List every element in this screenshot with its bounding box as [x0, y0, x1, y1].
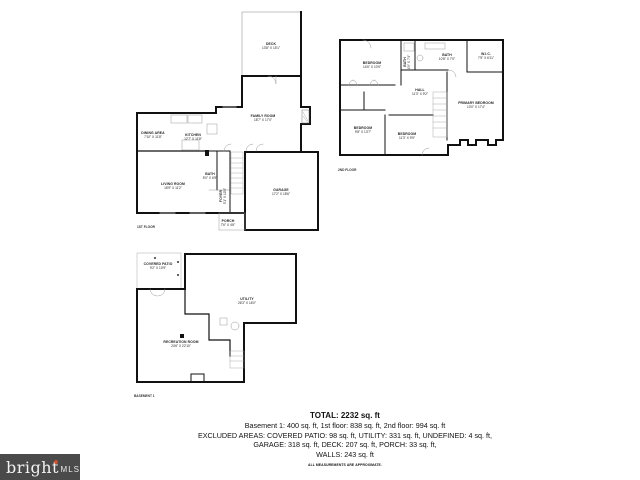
svg-text:14'6" X 10'9": 14'6" X 10'9"	[363, 65, 381, 69]
excluded-areas-cont: GARAGE: 318 sq. ft, DECK: 207 sq. ft, PO…	[253, 440, 437, 450]
svg-text:17'2" X 18'6": 17'2" X 18'6"	[272, 192, 290, 196]
logo-suffix: MLS	[60, 464, 80, 474]
svg-text:DECK: DECK	[266, 42, 276, 46]
room-labels: DECK 13'8" X 15'1" FAMILY ROOM 18'7" X 1…	[134, 42, 494, 398]
basement-plan	[136, 252, 297, 383]
svg-text:7'6" X 4'6": 7'6" X 4'6"	[221, 223, 235, 227]
svg-text:DINING AREA: DINING AREA	[141, 131, 165, 135]
svg-text:15'9" X 11'2": 15'9" X 11'2"	[164, 186, 182, 190]
svg-text:2ND FLOOR: 2ND FLOOR	[338, 168, 357, 172]
svg-text:PORCH: PORCH	[222, 219, 235, 223]
logo-spark-icon	[53, 460, 58, 464]
svg-text:PRIMARY BEDROOM: PRIMARY BEDROOM	[458, 101, 494, 105]
svg-text:FAMILY ROOM: FAMILY ROOM	[251, 114, 276, 118]
excluded-areas: EXCLUDED AREAS: COVERED PATIO: 98 sq. ft…	[197, 430, 493, 440]
svg-text:W.I.C.: W.I.C.	[481, 52, 491, 56]
svg-text:1ST FLOOR: 1ST FLOOR	[137, 225, 156, 229]
svg-text:5'1" X 10'0": 5'1" X 10'0"	[223, 188, 227, 204]
svg-text:HALL: HALL	[415, 88, 424, 92]
svg-text:7'10" X 11'8": 7'10" X 11'8"	[144, 135, 162, 139]
svg-text:BATH: BATH	[403, 57, 407, 67]
svg-text:7'5" X 6'11": 7'5" X 6'11"	[478, 56, 494, 60]
svg-text:5'0" X 6'9": 5'0" X 6'9"	[203, 176, 217, 180]
first-floor-plan	[136, 11, 319, 231]
svg-text:LIVING ROOM: LIVING ROOM	[161, 182, 185, 186]
logo-brand: bright	[6, 457, 59, 477]
svg-text:UTILITY: UTILITY	[240, 297, 254, 301]
svg-text:10'8" X 7'0": 10'8" X 7'0"	[439, 57, 455, 61]
svg-text:KITCHEN: KITCHEN	[185, 133, 201, 137]
svg-text:13'0" X 17'4": 13'0" X 17'4"	[467, 105, 485, 109]
covered-patio-outline	[136, 252, 182, 290]
svg-text:FOYER: FOYER	[219, 189, 223, 202]
area-summary: TOTAL: 2232 sq. ft Basement 1: 400 sq. f…	[180, 411, 510, 467]
svg-text:11'3" X 9'2": 11'3" X 9'2"	[412, 92, 428, 96]
svg-text:BEDROOM: BEDROOM	[398, 132, 416, 136]
second-floor-plan	[339, 39, 504, 156]
svg-text:BATH: BATH	[442, 53, 452, 57]
bright-mls-logo: bright MLS	[0, 454, 80, 480]
svg-text:13'8" X 15'1": 13'8" X 15'1"	[262, 46, 280, 50]
svg-text:9'2" X 10'9": 9'2" X 10'9"	[150, 266, 166, 270]
svg-text:BATH: BATH	[205, 172, 215, 176]
svg-text:12'7" X 11'8": 12'7" X 11'8"	[184, 137, 202, 141]
svg-text:4'9" X 7'4": 4'9" X 7'4"	[407, 55, 411, 69]
total-area: TOTAL: 2232 sq. ft	[310, 411, 380, 420]
svg-text:11'3" X 9'9": 11'3" X 9'9"	[399, 136, 415, 140]
walls-area: WALLS: 243 sq. ft	[316, 449, 374, 459]
svg-text:9'8" X 13'7": 9'8" X 13'7"	[355, 130, 371, 134]
svg-text:GARAGE: GARAGE	[273, 188, 289, 192]
svg-text:BEDROOM: BEDROOM	[363, 61, 381, 65]
svg-text:BASEMENT 1: BASEMENT 1	[134, 394, 155, 398]
approximate-note: ALL MEASUREMENTS ARE APPROXIMATE.	[308, 463, 382, 468]
svg-text:RECREATION ROOM: RECREATION ROOM	[163, 340, 198, 344]
svg-text:BEDROOM: BEDROOM	[354, 126, 372, 130]
svg-text:24'6" X 22'10": 24'6" X 22'10"	[171, 344, 191, 348]
svg-text:18'7" X 17'0": 18'7" X 17'0"	[254, 118, 272, 122]
floor-areas: Basement 1: 400 sq. ft, 1st floor: 838 s…	[244, 421, 446, 430]
svg-text:COVERED PATIO: COVERED PATIO	[144, 262, 173, 266]
svg-text:26'3" X 16'0": 26'3" X 16'0"	[238, 301, 256, 305]
